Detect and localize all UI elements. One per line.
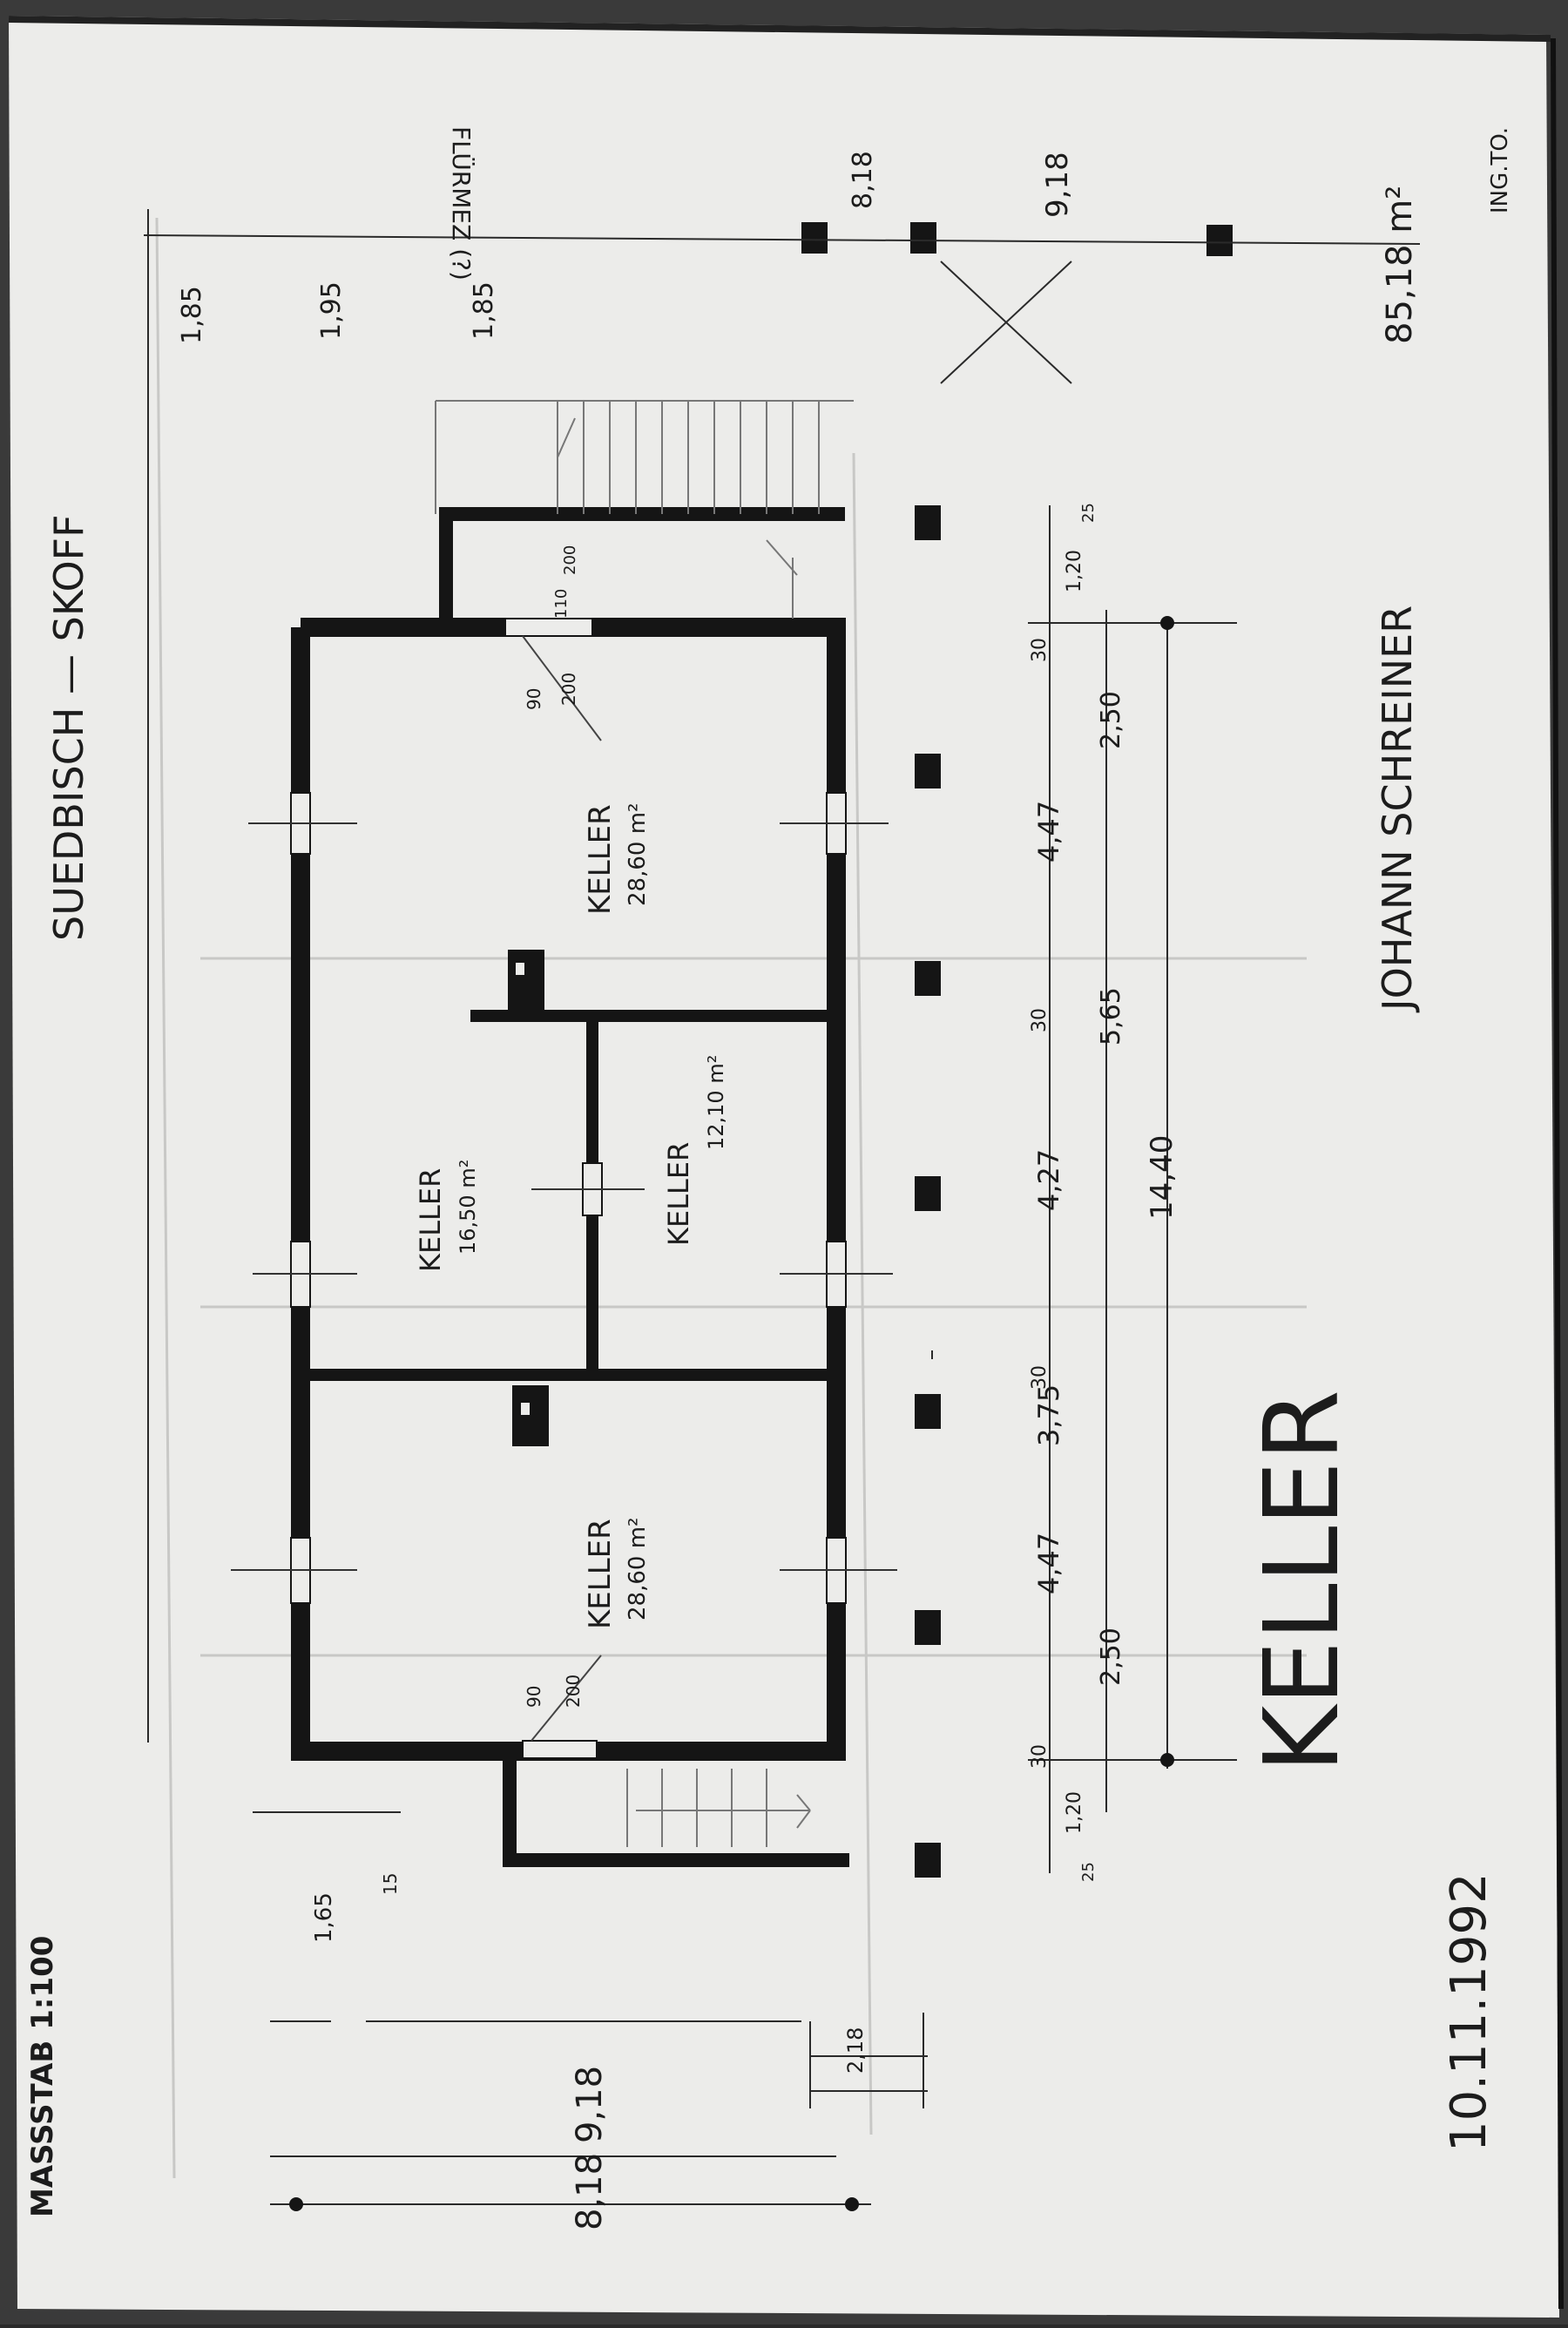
stair-width-label: 1,20 [1064,550,1085,592]
wall-label: 30 [1029,1008,1051,1032]
paper-sheet [9,16,1559,2318]
stair-wall-upper [439,507,845,627]
small-dim-label: 15 [380,1873,401,1895]
paper-right-edge [1551,37,1564,2310]
overall-length-label: 14,40 [1145,1135,1179,1220]
bottom-dim-label: 1,65 [311,1892,337,1943]
north-note: FLÜRMEZ (?) [447,126,476,281]
total-area: 85,18 m² [1380,186,1420,344]
chimney-lower [512,1385,549,1446]
segment-label: 3,75 [1032,1384,1065,1446]
stair-width-label: 1,20 [1064,1791,1085,1834]
room-area: 12,10 m² [704,1055,728,1150]
bottom-dim-label: 2,18 [843,2027,868,2074]
door-lower [522,1740,598,1759]
drawn-by: JOHANN SCHREINER [1374,606,1421,1013]
room-area: 28,60 m² [625,803,651,906]
inner-segment-label: 2,50 [1096,1628,1126,1686]
stair-treads-upper [435,400,854,619]
paper-top-edge [8,16,1551,42]
scale-label: MASSSTAB 1:100 [25,1936,60,2217]
left-dim-label: 1,85 [177,286,207,344]
stair-treads-lower [626,1769,811,1847]
door-dim-label: 90 [524,688,544,710]
wall-label: 30 [1029,638,1051,662]
room-area: 28,60 m² [625,1518,651,1621]
chimney-flue [516,963,524,975]
inner-segment-label: 2,50 [1096,691,1126,749]
left-dim-label: 1,95 [316,281,347,340]
door-upper [504,618,593,637]
room-name: KELLER [583,1519,618,1629]
door-dim-label: 90 [524,1686,544,1708]
inner-segment-label: 5,65 [1096,987,1126,1046]
bleed-through-lines [155,217,1307,2179]
small-dim-label: 25 [1079,503,1098,523]
door-swing [522,635,602,741]
segment-label: 4,47 [1032,1533,1065,1594]
stair-wall-lower [503,1751,849,1867]
room-name: KELLER [662,1142,695,1246]
door-swing [531,1655,602,1742]
stamp: ING.TO. [1487,127,1513,213]
door-dim-label: 200 [561,545,579,575]
dimension-lines [143,209,1421,2205]
date: 10.11.1992 [1441,1872,1497,2152]
bottom-dim-label: 8,18 [570,2153,610,2230]
door-dim-label: 200 [558,673,579,706]
left-dim-label: 1,85 [469,281,499,340]
chimney-flue [521,1403,530,1415]
window-markers [231,822,897,1571]
wall-label: 30 [1029,1365,1051,1390]
small-dim-label: 25 [1079,1862,1098,1882]
chimney-upper [508,950,544,1011]
segment-label: 4,27 [1032,1149,1065,1211]
bottom-dim-label: 9,18 [570,2066,610,2143]
room-name: KELLER [414,1168,447,1272]
project-title: SUEDBISCH — SKOFF [45,514,92,941]
top-right-dim-label: 9,18 [1040,152,1075,218]
top-right-dim-label: 8,18 [848,151,878,209]
grid-markers [801,222,1233,1878]
door-dim-label: 110 [552,589,571,619]
room-area: 16,50 m² [456,1160,480,1255]
wall-label: 30 [1029,1744,1051,1769]
room-name: KELLER [583,804,618,915]
door-dim-label: 200 [563,1675,584,1708]
dimension-dots [289,616,1174,2211]
segment-label: 4,47 [1032,801,1065,863]
plan-title: KELLER [1241,1390,1362,1773]
